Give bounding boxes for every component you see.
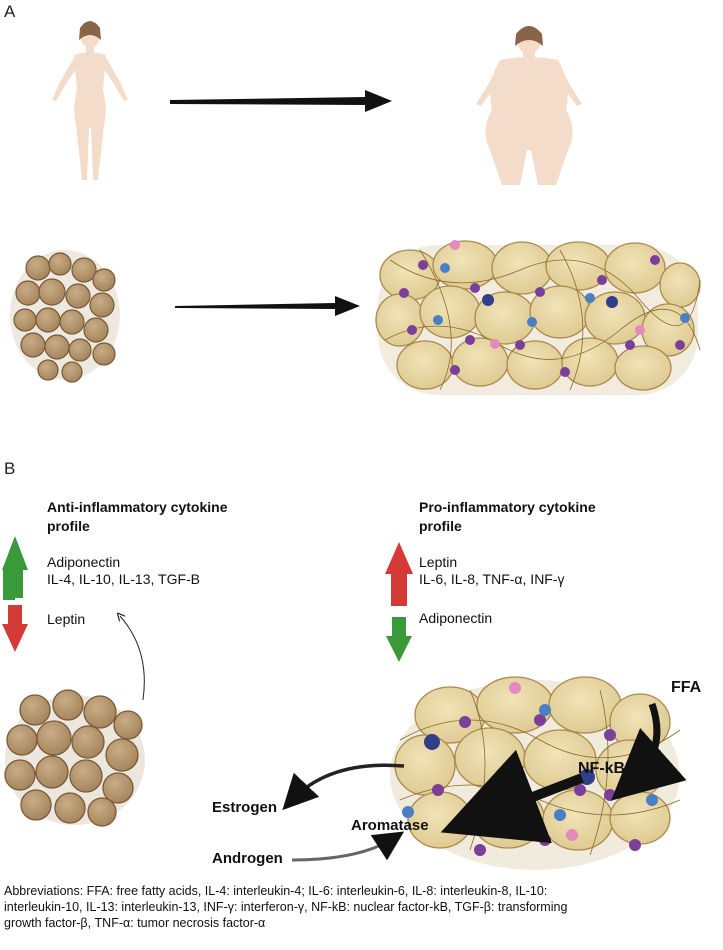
- anti-heading-line1: Anti-inflammatory cytokine: [47, 499, 228, 515]
- pro-down-item: Adiponectin: [419, 610, 493, 626]
- left-down-arrow: [2, 605, 28, 652]
- pro-up-line1: Leptin: [419, 554, 458, 570]
- pro-heading-line2: profile: [419, 518, 462, 534]
- arrow-lean-to-obese-tissue: [175, 296, 360, 316]
- pro-inflammatory-heading: Pro-inflammatory cytokine profile: [419, 498, 596, 536]
- anti-down-item: Leptin: [47, 611, 86, 627]
- ffa-arrow: [611, 702, 687, 801]
- obese-woman-figure: [476, 26, 582, 185]
- left-up-arrow: [2, 536, 28, 600]
- pro-heading-line1: Pro-inflammatory cytokine: [419, 499, 596, 515]
- lean-woman-figure: [52, 21, 128, 180]
- anti-up-line2: IL-4, IL-10, IL-13, TGF-B: [47, 571, 201, 587]
- nfkb-label: NF-kB: [578, 760, 626, 777]
- pro-up-list: Leptin IL-6, IL-8, TNF-α, INF-γ: [419, 554, 565, 588]
- nfkb-to-aromatase-arrow: [440, 749, 584, 844]
- obese-adipose-tissue: [375, 240, 701, 395]
- right-down-arrow: [386, 617, 412, 662]
- aromatase-label: Aromatase: [351, 817, 429, 834]
- panel-b-letter: B: [4, 459, 16, 478]
- right-up-arrow: [385, 542, 413, 606]
- arrow-lean-to-obese: [170, 90, 392, 112]
- estrogen-arrow: [282, 763, 405, 811]
- anti-up-line1: Adiponectin: [47, 554, 121, 570]
- abbreviations-line3: growth factor-β, TNF-α: tumor necrosis f…: [4, 916, 266, 930]
- lean-adipose-tissue-b: [4, 689, 145, 827]
- androgen-label: Androgen: [212, 850, 283, 867]
- anti-up-list: Adiponectin IL-4, IL-10, IL-13, TGF-B: [47, 554, 200, 588]
- abbreviations-line2: interleukin-10, IL-13: interleukin-13, I…: [4, 900, 568, 914]
- abbreviations-line1: Abbreviations: FFA: free fatty acids, IL…: [4, 884, 548, 898]
- ffa-label: FFA: [671, 679, 702, 696]
- anti-inflammatory-heading: Anti-inflammatory cytokine profile: [47, 498, 227, 536]
- panel-a-letter: A: [4, 2, 16, 21]
- androgen-arrow: [291, 831, 405, 862]
- lean-adipose-tissue: [10, 250, 120, 383]
- thin-curved-arrow: [120, 616, 145, 701]
- pro-up-line2: IL-6, IL-8, TNF-α, INF-γ: [419, 571, 565, 587]
- anti-heading-line2: profile: [47, 518, 90, 534]
- estrogen-label: Estrogen: [212, 799, 278, 816]
- abbreviations-note: Abbreviations: FFA: free fatty acids, IL…: [4, 883, 720, 931]
